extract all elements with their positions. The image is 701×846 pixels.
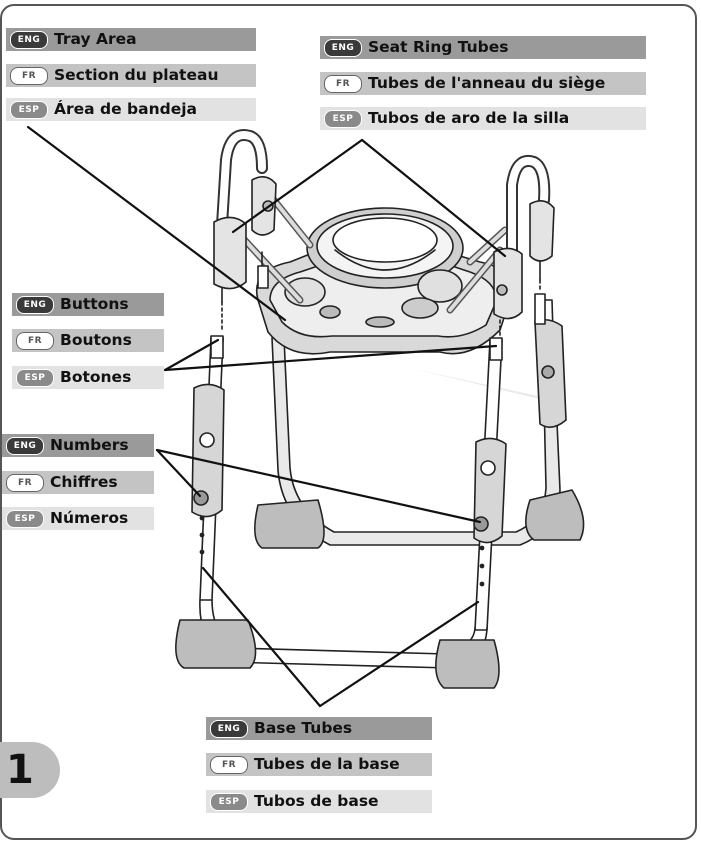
label-text: Tubes de l'anneau du siège	[368, 76, 605, 92]
label-tray-area-esp: ESP Área de bandeja	[6, 98, 256, 121]
eng-flag-icon: ENG	[16, 296, 54, 314]
label-numbers-esp: ESP Números	[2, 507, 154, 530]
label-text: Chiffres	[50, 475, 118, 491]
label-text: Buttons	[60, 297, 129, 313]
label-text: Tubos de base	[254, 794, 379, 810]
fr-flag-icon: FR	[10, 67, 48, 85]
label-text: Tubes de la base	[254, 757, 400, 773]
fr-flag-icon: FR	[210, 756, 248, 774]
label-base-tubes-fr: FR Tubes de la base	[206, 753, 432, 776]
label-numbers-eng: ENG Numbers	[2, 434, 154, 457]
step-number: 1	[6, 747, 34, 793]
label-seat-ring-tubes-esp: ESP Tubos de aro de la silla	[320, 107, 646, 130]
label-text: Números	[50, 511, 128, 527]
label-text: Tubos de aro de la silla	[368, 111, 569, 127]
label-seat-ring-tubes-fr: FR Tubes de l'anneau du siège	[320, 72, 646, 95]
esp-flag-icon: ESP	[324, 110, 362, 128]
label-buttons-fr: FR Boutons	[12, 329, 164, 352]
toy-right	[418, 270, 462, 302]
label-text: Numbers	[50, 438, 129, 454]
label-text: Boutons	[60, 333, 132, 349]
fr-flag-icon: FR	[324, 75, 362, 93]
label-text: Área de bandeja	[54, 102, 197, 118]
rear-foot-left	[255, 500, 324, 548]
label-text: Botones	[60, 370, 131, 386]
esp-flag-icon: ESP	[6, 510, 44, 528]
step-number-tab: 1	[0, 742, 60, 798]
eng-flag-icon: ENG	[210, 720, 248, 738]
front-foot-left	[176, 620, 256, 668]
esp-flag-icon: ESP	[16, 369, 54, 387]
label-base-tubes-eng: ENG Base Tubes	[206, 717, 432, 740]
label-tray-area-eng: ENG Tray Area	[6, 28, 256, 51]
label-text: Tray Area	[54, 32, 137, 48]
label-base-tubes-esp: ESP Tubos de base	[206, 790, 432, 813]
label-tray-area-fr: FR Section du plateau	[6, 64, 256, 87]
label-text: Section du plateau	[54, 68, 218, 84]
fr-flag-icon: FR	[16, 332, 54, 350]
eng-flag-icon: ENG	[6, 437, 44, 455]
esp-flag-icon: ESP	[10, 101, 48, 119]
label-text: Base Tubes	[254, 721, 352, 737]
label-numbers-fr: FR Chiffres	[2, 471, 154, 494]
fr-flag-icon: FR	[6, 474, 44, 492]
label-seat-ring-tubes-eng: ENG Seat Ring Tubes	[320, 36, 646, 59]
front-foot-right	[436, 640, 499, 688]
esp-flag-icon: ESP	[210, 793, 248, 811]
right-arch-rear-hub	[530, 201, 554, 261]
eng-flag-icon: ENG	[324, 39, 362, 57]
eng-flag-icon: ENG	[10, 31, 48, 49]
label-buttons-eng: ENG Buttons	[12, 293, 164, 316]
label-buttons-esp: ESP Botones	[12, 366, 164, 389]
right-arch-front-hub	[494, 248, 522, 318]
label-text: Seat Ring Tubes	[368, 40, 508, 56]
front-right-number-dial	[474, 517, 488, 531]
